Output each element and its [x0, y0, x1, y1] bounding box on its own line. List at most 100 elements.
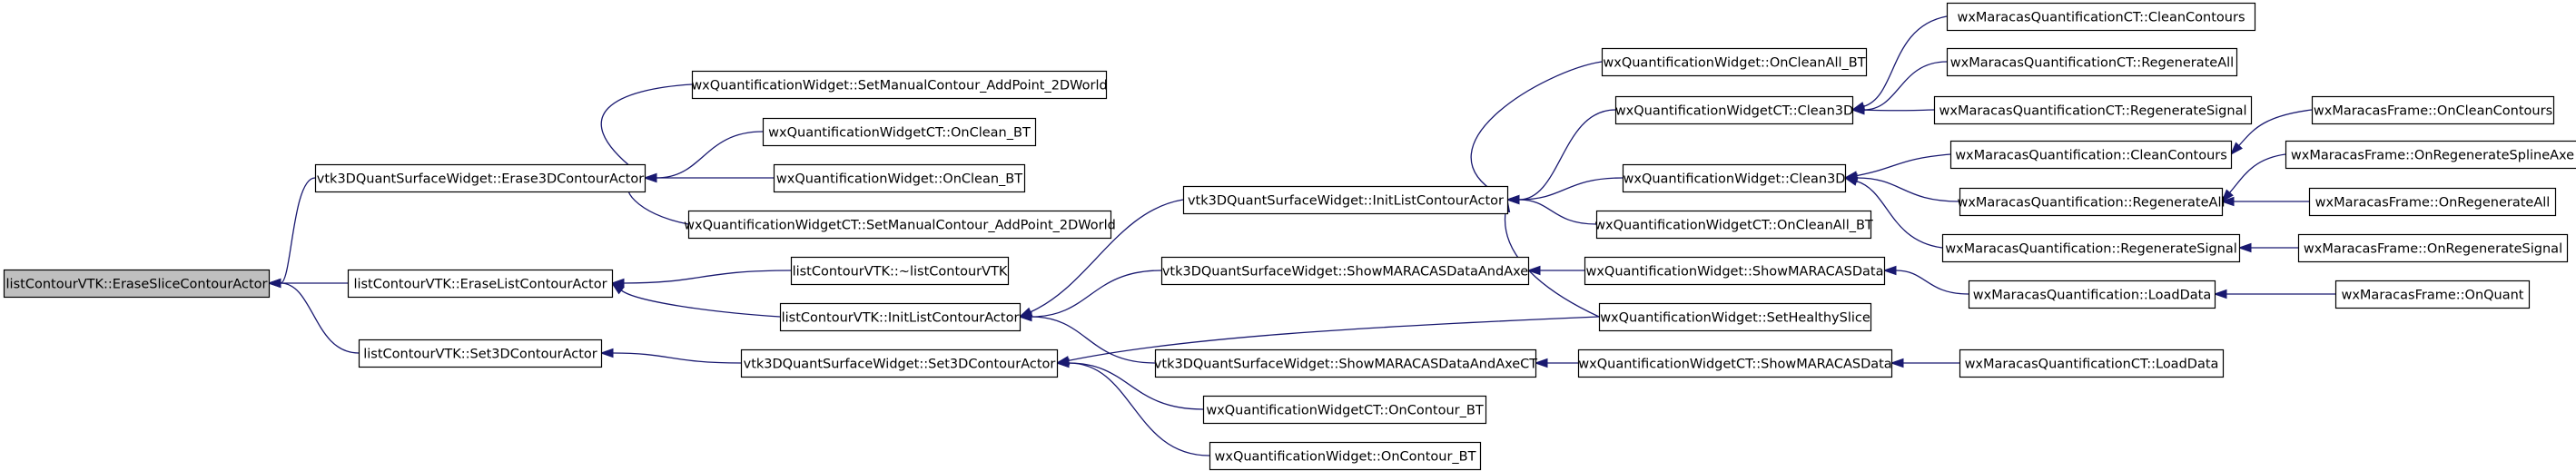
node-box — [691, 70, 1108, 100]
node-label: wxQuantificationWidgetCT::ShowMARACASDat… — [1578, 358, 1891, 372]
graph-node-n8[interactable]: listContourVTK::~listContourVTK — [790, 256, 1010, 286]
graph-node-n6[interactable]: wxQuantificationWidget::OnClean_BT — [773, 163, 1026, 193]
node-label: wxQuantificationWidgetCT::OnContour_BT — [1206, 404, 1484, 418]
node-box — [1933, 95, 2253, 125]
edge-n22-n13 — [1534, 358, 1578, 368]
graph-node-n17[interactable]: wxQuantificationWidgetCT::Clean3D — [1614, 95, 1854, 125]
node-label: wxQuantificationWidget::SetManualContour… — [691, 79, 1107, 93]
node-box — [687, 210, 1112, 240]
graph-node-n35[interactable]: wxMaracasFrame::OnQuant — [2334, 280, 2531, 309]
node-box — [2297, 233, 2569, 263]
node-box — [1946, 47, 2238, 77]
graph-node-n4[interactable]: wxQuantificationWidget::SetManualContour… — [691, 70, 1108, 100]
node-label: wxQuantificationWidgetCT::OnClean_BT — [768, 126, 1031, 141]
graph-node-n23[interactable]: wxMaracasQuantificationCT::CleanContours — [1946, 2, 2256, 32]
node-label: vtk3DQuantSurfaceWidget::Erase3DContourA… — [317, 172, 644, 187]
edge-n8-n2 — [610, 270, 792, 289]
node-label: wxMaracasQuantification::LoadData — [1973, 289, 2211, 303]
node-label: wxMaracasQuantificationCT::RegenerateAll — [1950, 56, 2234, 71]
graph-node-n16[interactable]: wxQuantificationWidget::OnCleanAll_BT — [1601, 47, 1868, 77]
graph-node-n19[interactable]: wxQuantificationWidgetCT::OnCleanAll_BT — [1594, 210, 1873, 240]
node-label: wxMaracasQuantification::RegenerateAll — [1957, 196, 2225, 211]
edge-n13-n9 — [1018, 311, 1156, 364]
node-label: listContourVTK::EraseSliceContourActor — [6, 278, 268, 292]
graph-node-n7[interactable]: wxQuantificationWidgetCT::SetManualConto… — [684, 210, 1116, 240]
graph-node-n25[interactable]: wxMaracasQuantificationCT::RegenerateSig… — [1933, 95, 2253, 125]
node-label: vtk3DQuantSurfaceWidget::ShowMARACASData… — [1162, 265, 1528, 280]
node-box — [1959, 187, 2224, 217]
node-box — [2308, 187, 2557, 217]
graph-node-n11[interactable]: vtk3DQuantSurfaceWidget::InitListContour… — [1182, 185, 1509, 215]
graph-node-n26[interactable]: wxMaracasQuantification::CleanContours — [1949, 140, 2233, 170]
graph-node-n34[interactable]: wxMaracasFrame::OnRegenerateSignal — [2297, 233, 2569, 263]
edge-n34-n28 — [2237, 242, 2298, 253]
edge-n27-n18 — [1843, 172, 1960, 202]
graph-node-n5[interactable]: wxQuantificationWidgetCT::OnClean_BT — [762, 117, 1037, 147]
graph-node-n24[interactable]: wxMaracasQuantificationCT::RegenerateAll — [1946, 47, 2238, 77]
node-box — [347, 269, 614, 299]
graph-node-n31[interactable]: wxMaracasFrame::OnCleanContours — [2311, 95, 2555, 125]
node-label: wxMaracasQuantificationCT::RegenerateSig… — [1939, 104, 2247, 119]
node-label: wxMaracasFrame::OnQuant — [2341, 289, 2523, 303]
edge-n20-n12 — [1526, 265, 1585, 276]
graph-node-n22[interactable]: wxQuantificationWidgetCT::ShowMARACASDat… — [1577, 348, 1893, 378]
graph-node-n1[interactable]: vtk3DQuantSurfaceWidget::Erase3DContourA… — [314, 163, 646, 193]
node-label: wxQuantificationWidget::OnCleanAll_BT — [1603, 56, 1865, 71]
node-label: wxMaracasFrame::OnRegenerateSplineAxe — [2291, 149, 2574, 163]
edge-n3-n0 — [267, 278, 360, 354]
node-label: listContourVTK::InitListContourActor — [782, 311, 1020, 326]
node-box — [1601, 47, 1868, 77]
node-label: wxQuantificationWidgetCT::Clean3D — [1615, 104, 1853, 119]
graph-node-n20[interactable]: wxQuantificationWidget::ShowMARACASData — [1584, 256, 1886, 286]
node-box — [1959, 348, 2225, 378]
graph-node-n10[interactable]: vtk3DQuantSurfaceWidget::Set3DContourAct… — [740, 348, 1059, 378]
node-label: wxQuantificationWidget::ShowMARACASData — [1585, 265, 1883, 280]
graph-node-n27[interactable]: wxMaracasQuantification::RegenerateAll — [1957, 187, 2226, 217]
node-label: vtk3DQuantSurfaceWidget::InitListContour… — [1188, 194, 1504, 209]
node-box — [790, 256, 1010, 286]
edge-n17-n11 — [1505, 109, 1616, 205]
graph-node-n13[interactable]: vtk3DQuantSurfaceWidget::ShowMARACASData… — [1154, 348, 1537, 378]
node-box — [1154, 348, 1537, 378]
graph-node-n14[interactable]: wxQuantificationWidgetCT::OnContour_BT — [1202, 395, 1487, 425]
graph-node-n12[interactable]: vtk3DQuantSurfaceWidget::ShowMARACASData… — [1160, 256, 1530, 286]
node-box — [1622, 163, 1847, 193]
node-label: wxQuantificationWidget::OnContour_BT — [1215, 450, 1476, 465]
graph-node-n9[interactable]: listContourVTK::InitListContourActor — [779, 302, 1022, 332]
node-box — [740, 348, 1059, 378]
node-box — [1946, 2, 2256, 32]
node-box — [1614, 95, 1854, 125]
graph-node-n30[interactable]: wxMaracasQuantificationCT::LoadData — [1959, 348, 2225, 378]
edge-n25-n17 — [1851, 105, 1935, 115]
node-label: wxMaracasFrame::OnRegenerateSignal — [2304, 242, 2562, 257]
graph-node-n33[interactable]: wxMaracasFrame::OnRegenerateAll — [2308, 187, 2557, 217]
graph-edges — [267, 15, 2335, 456]
edge-n9-n2 — [610, 282, 781, 318]
graph-node-n29[interactable]: wxMaracasQuantification::LoadData — [1968, 280, 2216, 309]
node-label: wxMaracasFrame::OnRegenerateAll — [2315, 196, 2551, 211]
graph-node-n3[interactable]: listContourVTK::Set3DContourActor — [358, 339, 603, 368]
node-box — [1598, 302, 1872, 332]
edge-n16-n11 — [1470, 61, 1603, 201]
graph-node-n15[interactable]: wxQuantificationWidget::OnContour_BT — [1209, 441, 1482, 471]
edge-n10-n3 — [599, 348, 742, 364]
node-box — [1949, 140, 2233, 170]
graph-node-n32[interactable]: wxMaracasFrame::OnRegenerateSplineAxe — [2285, 140, 2576, 170]
graph-node-n21[interactable]: wxQuantificationWidget::SetHealthySlice — [1598, 302, 1872, 332]
graph-node-n18[interactable]: wxQuantificationWidget::Clean3D — [1622, 163, 1847, 193]
edge-n19-n11 — [1505, 194, 1597, 225]
node-box — [358, 339, 603, 368]
node-box — [1209, 441, 1482, 471]
node-label: wxMaracasQuantificationCT::CleanContours — [1957, 11, 2245, 25]
graph-node-n28[interactable]: wxMaracasQuantification::RegenerateSigna… — [1941, 233, 2241, 263]
node-label: listContourVTK::~listContourVTK — [793, 265, 1008, 280]
node-box — [1202, 395, 1487, 425]
graph-node-n2[interactable]: listContourVTK::EraseListContourActor — [347, 269, 614, 299]
node-label: wxQuantificationWidgetCT::OnCleanAll_BT — [1594, 219, 1873, 233]
node-label: listContourVTK::EraseListContourActor — [353, 278, 607, 292]
edge-n32-n27 — [2220, 153, 2286, 203]
node-label: wxQuantificationWidget::SetHealthySlice — [1600, 311, 1870, 326]
edge-n35-n29 — [2213, 289, 2335, 299]
node-label: wxMaracasFrame::OnCleanContours — [2314, 104, 2552, 119]
